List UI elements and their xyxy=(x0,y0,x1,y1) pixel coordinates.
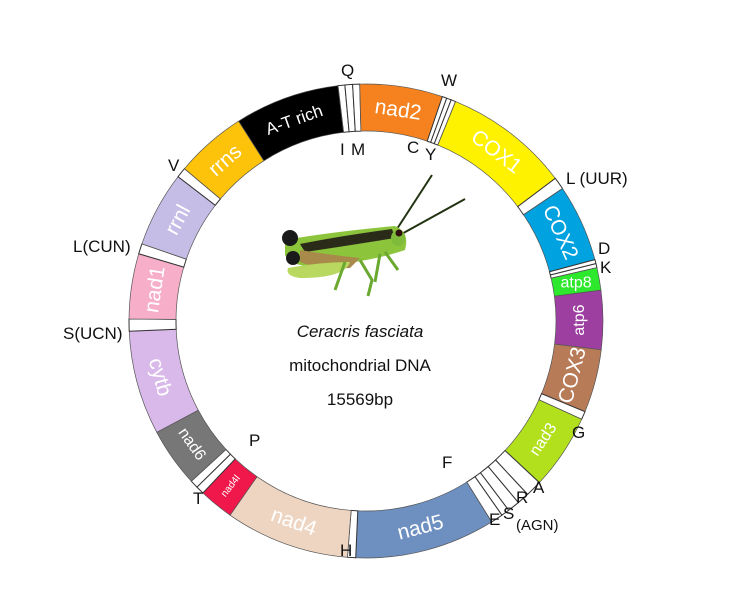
trna-label-i: I xyxy=(340,140,345,159)
trna-label-e: E xyxy=(489,510,501,529)
trna-label-a: A xyxy=(533,478,545,497)
trna-label-l-uur: L (UUR) xyxy=(566,169,628,188)
trna-label-c: C xyxy=(407,138,420,157)
trna-label-y: Y xyxy=(425,145,437,164)
trna-label-m: M xyxy=(351,140,366,159)
trna-label-l-cun: L(CUN) xyxy=(73,237,131,256)
trna-label-v: V xyxy=(168,156,180,175)
trna-label-r: R xyxy=(516,488,529,507)
trna-label-d: D xyxy=(598,239,611,258)
segment-a-t-rich xyxy=(238,85,344,162)
trna-label-g: G xyxy=(572,423,586,442)
trna-label-s-ucn: S(UCN) xyxy=(63,324,123,343)
trna-label-f: F xyxy=(442,453,453,472)
species-name: Ceracris fasciata xyxy=(296,322,424,341)
trna-label-s-agn-sub: (AGN) xyxy=(516,517,559,534)
genome-length: 15569bp xyxy=(326,390,394,409)
trna-label-s-agn: S xyxy=(503,504,515,523)
segment-label-atp8: atp8 xyxy=(561,275,592,292)
grasshopper-image xyxy=(282,174,466,297)
trna-label-t: T xyxy=(193,489,204,508)
trna-label-h: H xyxy=(340,541,353,560)
trna-label-w: W xyxy=(441,71,458,90)
molecule-label: mitochondrial DNA xyxy=(289,356,431,375)
segment-s-ucn- xyxy=(128,318,177,332)
trna-label-p: P xyxy=(249,431,261,450)
segment-label-atp6: atp6 xyxy=(571,304,588,335)
trna-label-q: Q xyxy=(341,61,355,80)
trna-label-k: K xyxy=(600,258,612,277)
